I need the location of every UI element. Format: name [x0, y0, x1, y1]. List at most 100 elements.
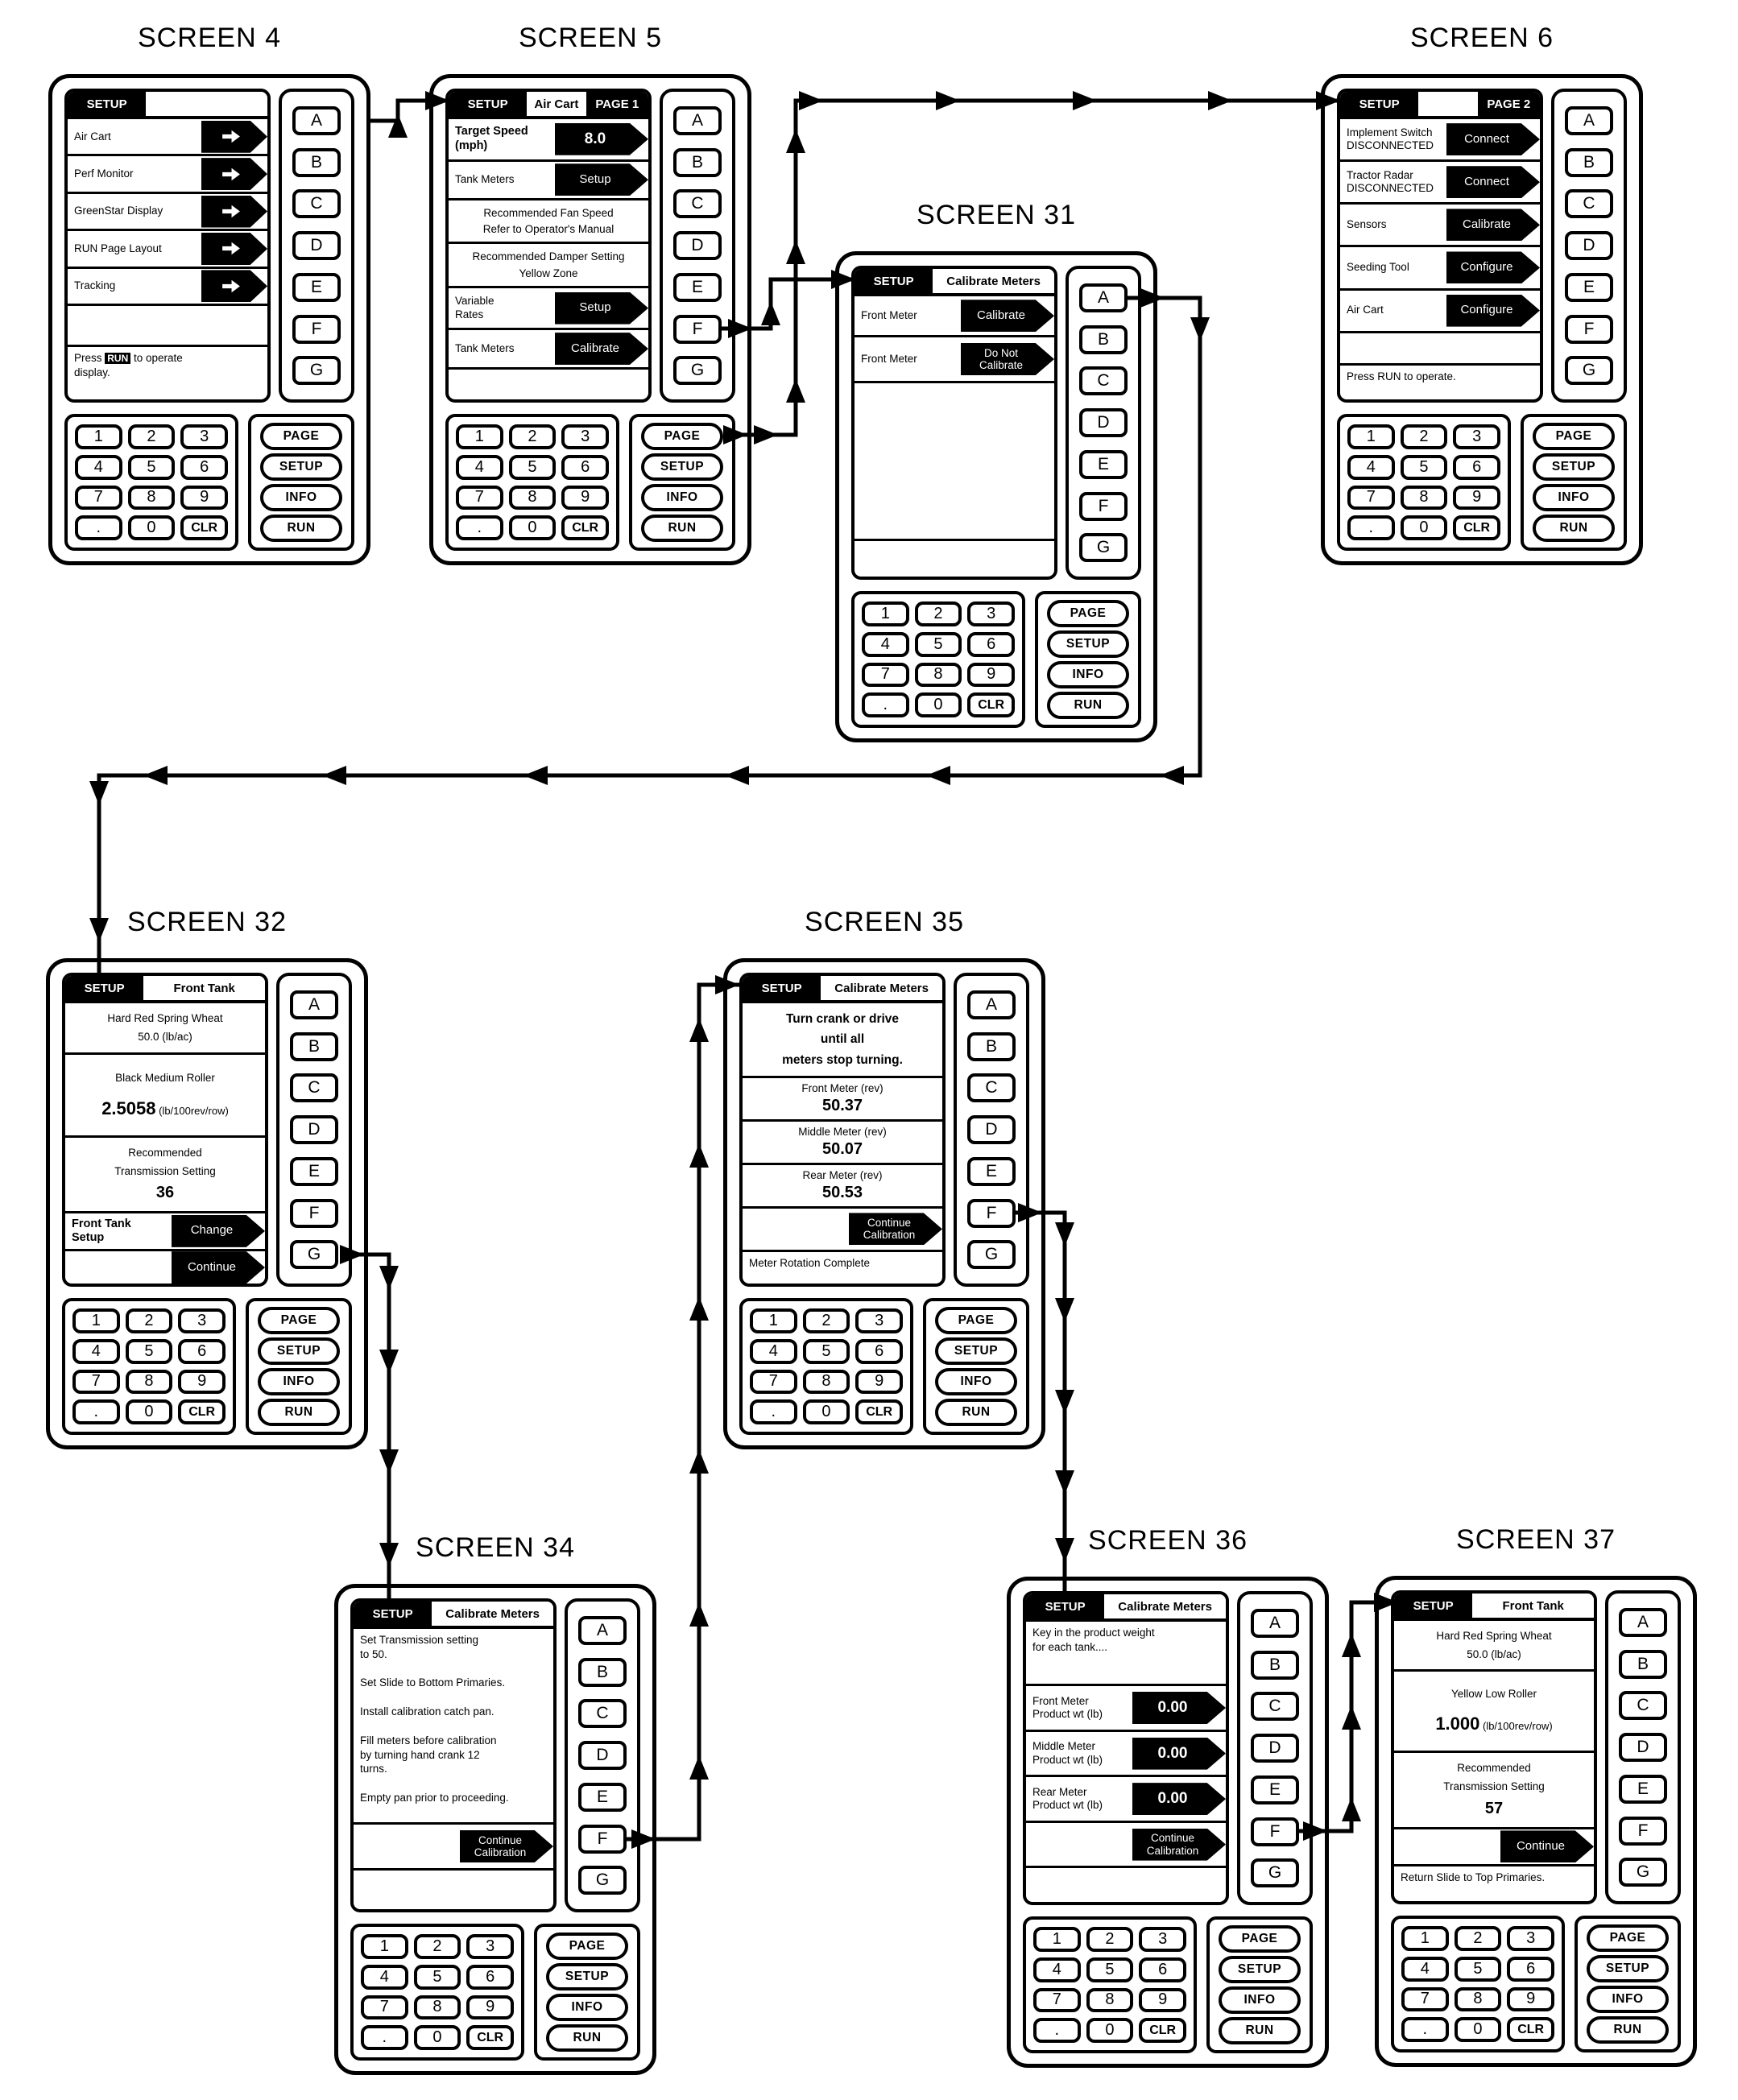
- letter-key-c[interactable]: C: [290, 1073, 338, 1103]
- function-key-setup[interactable]: SETUP: [1533, 453, 1615, 481]
- keypad-key-9[interactable]: 9: [967, 662, 1015, 688]
- letter-key-d[interactable]: D: [1565, 231, 1613, 260]
- letter-key-a[interactable]: A: [1619, 1607, 1667, 1637]
- letter-key-a[interactable]: A: [1565, 105, 1613, 135]
- letter-key-c[interactable]: C: [673, 189, 722, 219]
- letter-key-b[interactable]: B: [673, 147, 722, 177]
- letter-key-e[interactable]: E: [292, 272, 341, 302]
- keypad-key-8[interactable]: 8: [508, 485, 557, 511]
- keypad-key-5[interactable]: 5: [802, 1338, 850, 1364]
- function-key-run[interactable]: RUN: [1533, 515, 1615, 542]
- letter-key-g[interactable]: G: [1079, 533, 1128, 563]
- keypad-key-9[interactable]: 9: [561, 485, 609, 511]
- function-key-setup[interactable]: SETUP: [935, 1337, 1017, 1365]
- keypad-key-4[interactable]: 4: [72, 1338, 120, 1364]
- letter-key-e[interactable]: E: [290, 1156, 338, 1186]
- letter-key-g[interactable]: G: [967, 1240, 1016, 1270]
- letter-key-a[interactable]: A: [1251, 1608, 1299, 1638]
- keypad-key-6[interactable]: 6: [1139, 1957, 1186, 1982]
- letter-key-b[interactable]: B: [1565, 147, 1613, 177]
- keypad-key-2[interactable]: 2: [413, 1934, 461, 1959]
- keypad-key-1[interactable]: 1: [1033, 1927, 1081, 1952]
- letter-key-g[interactable]: G: [673, 356, 722, 386]
- letter-key-c[interactable]: C: [292, 189, 341, 219]
- keypad-key-8[interactable]: 8: [1454, 1986, 1502, 2012]
- keypad-key-clr[interactable]: CLR: [1507, 2017, 1554, 2042]
- keypad-key-4[interactable]: 4: [862, 631, 909, 657]
- keypad-key-2[interactable]: 2: [802, 1308, 850, 1333]
- function-key-page[interactable]: PAGE: [260, 423, 342, 450]
- letter-key-e[interactable]: E: [1565, 272, 1613, 302]
- keypad-key-5[interactable]: 5: [1454, 1956, 1502, 1982]
- keypad-key-clr[interactable]: CLR: [1139, 2018, 1186, 2043]
- letter-key-e[interactable]: E: [673, 272, 722, 302]
- letter-key-d[interactable]: D: [290, 1115, 338, 1144]
- keypad-key-2[interactable]: 2: [1086, 1927, 1134, 1952]
- keypad-key-7[interactable]: 7: [1033, 1987, 1081, 2013]
- keypad-key-7[interactable]: 7: [1347, 485, 1395, 511]
- letter-key-c[interactable]: C: [1619, 1691, 1667, 1721]
- function-key-page[interactable]: PAGE: [1533, 423, 1615, 450]
- function-key-page[interactable]: PAGE: [546, 1933, 628, 1960]
- keypad-key-1[interactable]: 1: [72, 1308, 120, 1333]
- letter-key-f[interactable]: F: [673, 314, 722, 344]
- keypad-key-8[interactable]: 8: [1086, 1987, 1134, 2013]
- letter-key-c[interactable]: C: [578, 1699, 627, 1729]
- keypad-key-8[interactable]: 8: [125, 1369, 173, 1395]
- keypad-key-7[interactable]: 7: [456, 485, 503, 511]
- keypad-key-8[interactable]: 8: [802, 1369, 850, 1395]
- keypad-key-5[interactable]: 5: [1400, 454, 1448, 480]
- letter-key-d[interactable]: D: [967, 1115, 1016, 1144]
- letter-key-c[interactable]: C: [967, 1073, 1016, 1103]
- keypad-key-7[interactable]: 7: [750, 1369, 797, 1395]
- letter-key-b[interactable]: B: [967, 1031, 1016, 1061]
- keypad-key-2[interactable]: 2: [914, 601, 962, 626]
- letter-key-g[interactable]: G: [1251, 1858, 1299, 1888]
- letter-key-g[interactable]: G: [292, 356, 341, 386]
- keypad-key-7[interactable]: 7: [862, 662, 909, 688]
- keypad-key-dot[interactable]: .: [1033, 2018, 1081, 2043]
- keypad-key-2[interactable]: 2: [127, 424, 176, 449]
- keypad-key-4[interactable]: 4: [1347, 454, 1395, 480]
- keypad-key-3[interactable]: 3: [1139, 1927, 1186, 1952]
- keypad-key-4[interactable]: 4: [1401, 1956, 1449, 1982]
- keypad-key-4[interactable]: 4: [1033, 1957, 1081, 1982]
- letter-key-f[interactable]: F: [292, 314, 341, 344]
- keypad-key-0[interactable]: 0: [125, 1399, 173, 1424]
- keypad-key-dot[interactable]: .: [750, 1399, 797, 1424]
- keypad-key-clr[interactable]: CLR: [561, 515, 609, 540]
- letter-key-d[interactable]: D: [1079, 408, 1128, 437]
- keypad-key-8[interactable]: 8: [1400, 485, 1448, 511]
- keypad-key-2[interactable]: 2: [1400, 424, 1448, 449]
- keypad-key-dot[interactable]: .: [72, 1399, 120, 1424]
- keypad-key-dot[interactable]: .: [1347, 515, 1395, 540]
- keypad-key-3[interactable]: 3: [1453, 424, 1500, 449]
- letter-key-a[interactable]: A: [967, 990, 1016, 1019]
- keypad-key-1[interactable]: 1: [361, 1934, 408, 1959]
- letter-key-g[interactable]: G: [290, 1240, 338, 1270]
- letter-key-e[interactable]: E: [578, 1782, 627, 1812]
- keypad-key-9[interactable]: 9: [1507, 1986, 1554, 2012]
- function-key-run[interactable]: RUN: [546, 2024, 628, 2052]
- function-key-info[interactable]: INFO: [1533, 484, 1615, 511]
- keypad-key-9[interactable]: 9: [180, 485, 228, 511]
- function-key-info[interactable]: INFO: [258, 1368, 340, 1395]
- function-key-setup[interactable]: SETUP: [1047, 630, 1129, 658]
- function-key-setup[interactable]: SETUP: [258, 1337, 340, 1365]
- keypad-key-3[interactable]: 3: [178, 1308, 226, 1333]
- keypad-key-clr[interactable]: CLR: [967, 692, 1015, 717]
- letter-key-f[interactable]: F: [967, 1198, 1016, 1228]
- keypad-key-0[interactable]: 0: [1454, 2017, 1502, 2042]
- keypad-key-9[interactable]: 9: [466, 1995, 514, 2020]
- letter-key-b[interactable]: B: [1251, 1650, 1299, 1680]
- keypad-key-3[interactable]: 3: [466, 1934, 514, 1959]
- letter-key-g[interactable]: G: [1565, 356, 1613, 386]
- letter-key-e[interactable]: E: [1079, 449, 1128, 479]
- keypad-key-6[interactable]: 6: [1507, 1956, 1554, 1982]
- keypad-key-5[interactable]: 5: [125, 1338, 173, 1364]
- letter-key-c[interactable]: C: [1251, 1692, 1299, 1722]
- letter-key-g[interactable]: G: [578, 1866, 627, 1895]
- keypad-key-4[interactable]: 4: [456, 454, 503, 480]
- function-key-setup[interactable]: SETUP: [546, 1963, 628, 1990]
- function-key-info[interactable]: INFO: [641, 484, 723, 511]
